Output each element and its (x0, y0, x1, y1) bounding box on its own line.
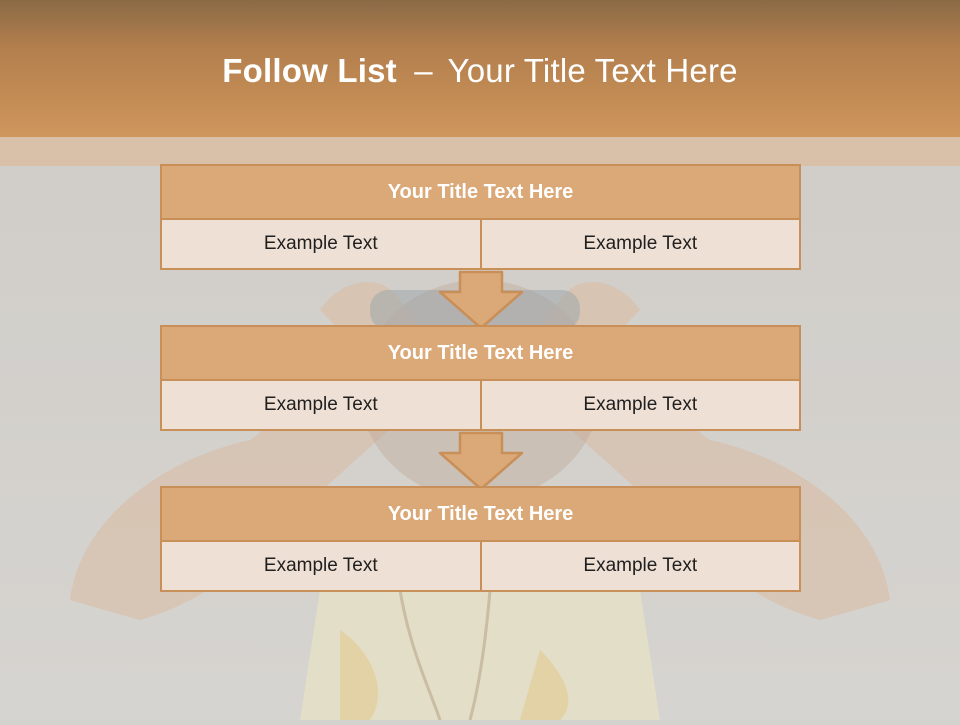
step-block-3: Your Title Text Here Example Text Exampl… (160, 486, 801, 592)
header-strip (0, 137, 960, 166)
step-row: Example Text Example Text (160, 381, 801, 431)
step-cell-right: Example Text (479, 220, 800, 268)
step-cell-left: Example Text (263, 233, 378, 254)
step-cell-left: Example Text (263, 394, 378, 415)
step-title: Your Title Text Here (160, 164, 801, 220)
down-arrow-icon (438, 270, 524, 330)
slide-title-bold: Follow List (222, 52, 397, 89)
slide-title: Follow List – Your Title Text Here (0, 52, 960, 90)
header-band (0, 0, 960, 137)
step-title: Your Title Text Here (160, 486, 801, 542)
slide-title-dash: – (414, 52, 433, 89)
step-cell-right: Example Text (479, 542, 800, 590)
step-cell-left: Example Text (263, 555, 378, 576)
step-row: Example Text Example Text (160, 542, 801, 592)
step-row: Example Text Example Text (160, 220, 801, 270)
slide-title-rest: Your Title Text Here (447, 52, 738, 89)
step-cell-right: Example Text (479, 381, 800, 429)
down-arrow-icon (438, 431, 524, 491)
step-title: Your Title Text Here (160, 325, 801, 381)
step-block-1: Your Title Text Here Example Text Exampl… (160, 164, 801, 270)
step-block-2: Your Title Text Here Example Text Exampl… (160, 325, 801, 431)
